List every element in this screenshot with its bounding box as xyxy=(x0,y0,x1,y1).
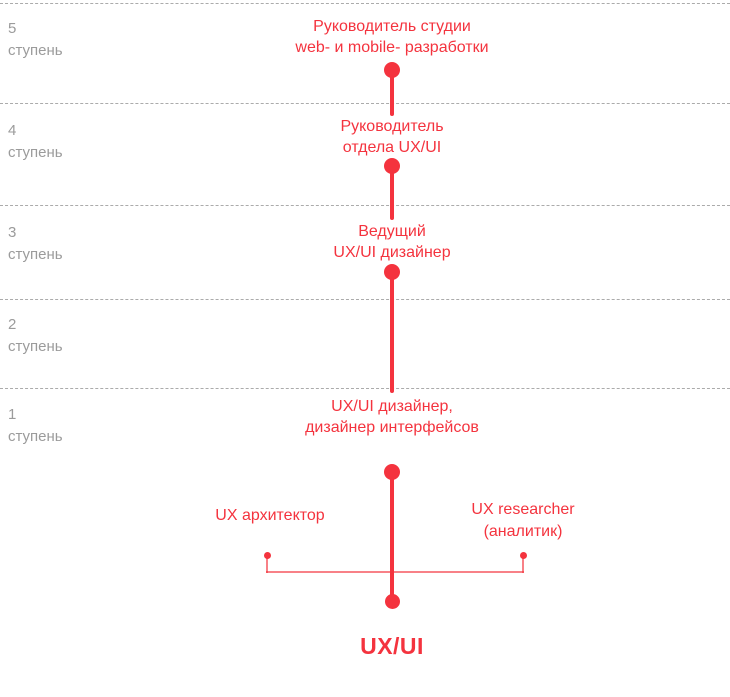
dashed-separator-5-4 xyxy=(0,103,730,104)
dashed-separator-2-1 xyxy=(0,388,730,389)
timeline-dot-level-3 xyxy=(384,264,400,280)
branch-label-ux-architect: UX архитектор xyxy=(170,505,370,527)
role-title-level-5: Руководитель студии web- и mobile- разра… xyxy=(232,16,552,58)
step-1-label: 1 ступень xyxy=(8,404,63,448)
role-title-level-3: Ведущий UX/UI дизайнер xyxy=(232,221,552,263)
step-3-word: ступень xyxy=(8,246,63,263)
branch-dot-left xyxy=(264,552,271,559)
branch-label-ux-researcher-line-2: (аналитик) xyxy=(483,523,563,540)
step-2-word: ступень xyxy=(8,338,63,355)
branch-dot-right xyxy=(520,552,527,559)
timeline-dot-level-4 xyxy=(384,158,400,174)
branch-label-ux-architect-line-1: UX архитектор xyxy=(215,507,325,524)
timeline-dot-level-5 xyxy=(384,62,400,78)
timeline-dot-root xyxy=(385,594,400,609)
dashed-separator-3-2 xyxy=(0,299,730,300)
branch-label-ux-researcher-line-1: UX researcher xyxy=(471,501,575,518)
timeline-segment-5-4 xyxy=(390,70,394,116)
step-1-word: ступень xyxy=(8,428,63,445)
role-title-level-1-line-1: UX/UI дизайнер, xyxy=(331,398,453,415)
step-4-number: 4 xyxy=(8,122,17,139)
dashed-separator-4-3 xyxy=(0,205,730,206)
role-title-level-5-line-2: web- и mobile- разработки xyxy=(295,39,489,56)
role-title-level-5-line-1: Руководитель студии xyxy=(313,18,471,35)
step-2-number: 2 xyxy=(8,316,17,333)
branch-connector-riser-right xyxy=(522,556,524,573)
step-5-number: 5 xyxy=(8,20,17,37)
step-3-number: 3 xyxy=(8,224,17,241)
root-title: UX/UI xyxy=(360,633,424,659)
timeline-dot-level-1 xyxy=(384,464,400,480)
timeline-segment-1-root xyxy=(390,472,394,602)
step-5-label: 5 ступень xyxy=(8,18,63,62)
branch-connector-riser-left xyxy=(266,556,268,573)
timeline-segment-3-1 xyxy=(390,272,394,393)
timeline-segment-4-3 xyxy=(390,166,394,220)
dashed-separator-top xyxy=(0,3,730,4)
role-title-level-4: Руководитель отдела UX/UI xyxy=(232,116,552,158)
step-4-word: ступень xyxy=(8,144,63,161)
role-title-level-3-line-1: Ведущий xyxy=(358,223,426,240)
step-2-label: 2 ступень xyxy=(8,314,63,358)
role-title-level-4-line-2: отдела UX/UI xyxy=(342,139,442,156)
branch-label-ux-researcher: UX researcher (аналитик) xyxy=(423,499,623,543)
role-title-level-4-line-1: Руководитель xyxy=(340,118,444,135)
step-1-number: 1 xyxy=(8,406,17,423)
step-4-label: 4 ступень xyxy=(8,120,63,164)
step-5-word: ступень xyxy=(8,42,63,59)
branch-connector-horizontal xyxy=(266,571,524,573)
role-title-level-1: UX/UI дизайнер, дизайнер интерфейсов xyxy=(232,396,552,438)
role-title-level-1-line-2: дизайнер интерфейсов xyxy=(305,419,479,436)
role-title-level-3-line-2: UX/UI дизайнер xyxy=(333,244,451,261)
step-3-label: 3 ступень xyxy=(8,222,63,266)
